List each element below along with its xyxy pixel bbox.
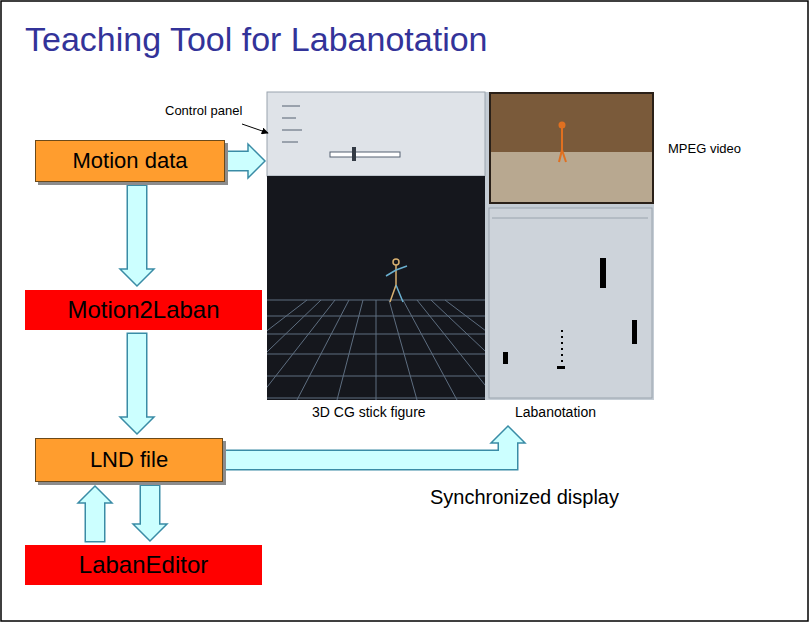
screen-pane: 3D CG stick figure: [267, 92, 487, 422]
arrow-shaft: [226, 442, 508, 461]
panel-slider: [330, 152, 400, 157]
floor-grid: [267, 300, 485, 400]
arrow-shaft: [128, 334, 146, 419]
mpeg-dancer: [559, 123, 566, 163]
note-label: MPEG video: [668, 141, 741, 156]
program-box: LabanEditor: [25, 545, 262, 585]
view-3d: [267, 176, 485, 400]
note-label: Synchronized display: [430, 486, 619, 509]
panel-line: [282, 130, 302, 131]
arrow-head: [133, 524, 167, 541]
score-ruler: [492, 218, 648, 219]
arrow-outline: [127, 185, 148, 271]
block-arrow: [120, 333, 154, 435]
program-box: Motion2Laban: [25, 290, 262, 330]
node-text: 3D CG stick figure: [310, 404, 428, 420]
screenshot: [177, 92, 654, 400]
arrow-head: [120, 417, 154, 434]
block-arrow: [133, 485, 167, 542]
mpeg-wall: [491, 94, 652, 152]
arrow-outline: [140, 485, 161, 526]
block-arrow: [225, 426, 526, 460]
data-box: Motion data: [35, 140, 225, 182]
arrow-head: [491, 426, 525, 443]
control-panel: [267, 92, 485, 176]
laban-symbols: [503, 258, 637, 369]
block-arrow: [120, 185, 154, 287]
arrow-shaft: [141, 486, 159, 526]
panel-slider-knob: [352, 147, 356, 161]
data-box: LND file: [35, 438, 223, 482]
arrow-shaft: [228, 152, 250, 170]
mpeg-floor: [491, 152, 652, 202]
arrow-outline: [227, 151, 250, 172]
arrow-head: [120, 269, 154, 286]
leader-line: [242, 124, 268, 133]
panel-line: [282, 106, 300, 107]
arrow-shaft: [128, 186, 146, 271]
arrow-outline: [85, 502, 106, 543]
arrow-head: [248, 144, 265, 178]
node-text: LabanEditor: [79, 551, 208, 579]
arrow-head: [78, 486, 112, 503]
screen-pane: Labanotation: [487, 92, 654, 422]
slide-title: Teaching Tool for Labanotation: [25, 20, 488, 59]
screenshot-ground: [267, 92, 654, 400]
panel-line: [282, 118, 296, 119]
node-text: Labanotation: [513, 404, 598, 420]
note-label: Control panel: [165, 103, 242, 118]
node-text: Motion data: [73, 148, 188, 174]
node-text: LND file: [90, 447, 168, 473]
arrow-outline: [225, 442, 509, 461]
arrow-shaft: [86, 502, 104, 542]
block-arrow: [78, 486, 112, 543]
block-arrow: [227, 144, 266, 178]
stick-figure: [386, 259, 407, 302]
panel-line: [282, 142, 298, 143]
node-text: Motion2Laban: [67, 296, 219, 324]
mpeg-frame: [489, 92, 654, 204]
arrow-outline: [127, 333, 148, 419]
score-window: [489, 208, 652, 398]
